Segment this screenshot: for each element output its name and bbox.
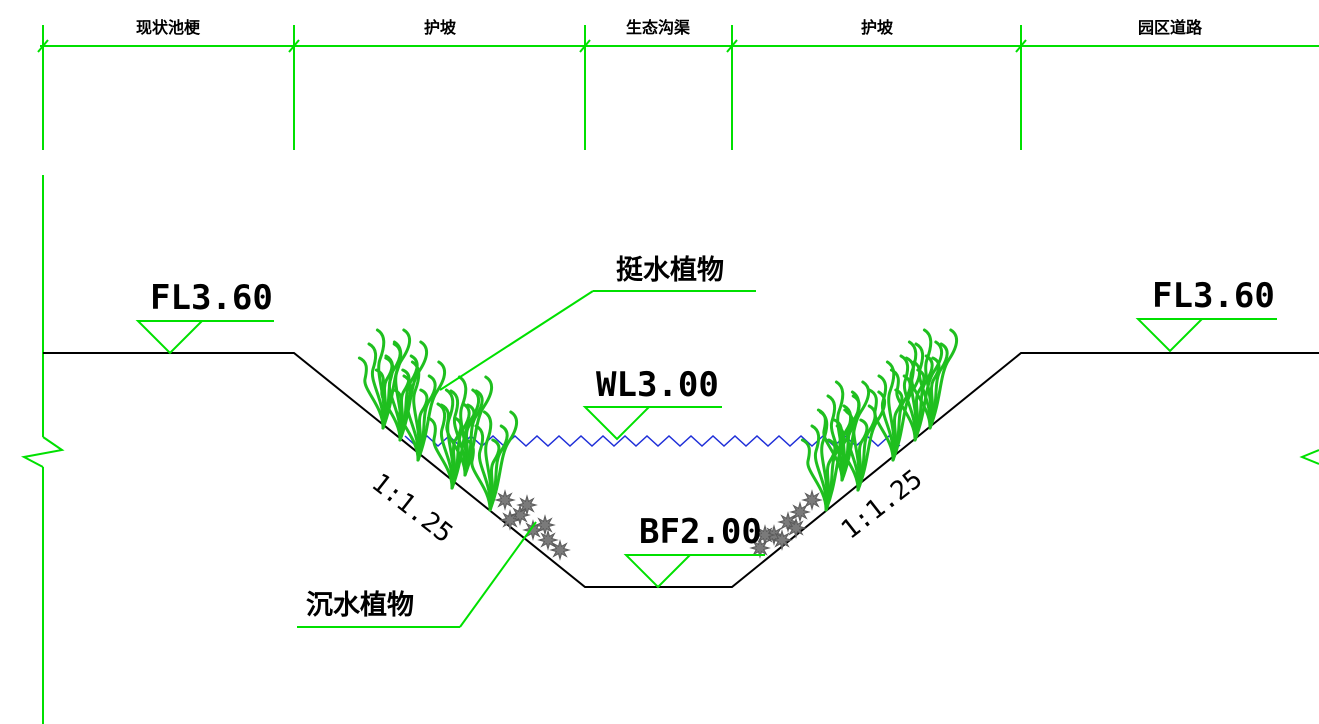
plant-blade [474,424,492,512]
plant-blade [867,388,895,462]
plant-blade [928,328,959,430]
plant-blade [816,408,844,482]
plant-blade [381,328,412,430]
plant-blade [488,410,519,512]
plant-blade [392,340,403,442]
plant-blade [449,389,467,477]
plant-blade [840,408,853,482]
plant-blade [439,403,467,477]
plant-blade [398,368,411,442]
plant-blade [357,356,385,430]
plant-blade [488,424,509,512]
plant-blade [416,374,437,462]
plant-blade [834,380,845,482]
submerged-plant-clump [499,509,521,531]
plant-blade [928,342,949,430]
plant-blade [913,340,944,442]
plant-blade [913,368,926,442]
plant-blade [367,342,385,430]
callout-emergent-plants [439,290,756,391]
submerged-plant-clump [754,524,776,546]
submerged-plant-clump [785,517,807,539]
elevation-label-right-ground: FL3.60 [1152,276,1275,316]
plant-blade [482,410,493,512]
emergent-plants-right [800,328,959,512]
break-line-left [20,175,65,724]
plant-blade [463,375,494,477]
plant-blade [375,328,386,430]
plant-blade [891,388,904,462]
plant-blade [374,368,402,442]
plant-blade [463,389,484,477]
plant-blade [398,340,429,442]
plant-blade [907,340,918,442]
zone-label-right-slope: 护坡 [861,18,894,37]
submerged-plant-clump [771,529,793,551]
submerged-plant-clump [534,514,556,536]
submerged-plant-clump [494,489,516,511]
break-mark-right [1299,449,1319,465]
slope-ratio-right: 1:1.25 [836,464,928,545]
plant-blade [384,354,402,442]
plant-blade [826,394,844,482]
plant-blade [891,374,912,462]
plant-blade [800,438,828,512]
zone-label-left-slope: 护坡 [424,18,457,37]
plant-blade [922,328,933,430]
plant-blade [426,416,454,490]
elevation-label-bottom: BF2.00 [639,512,762,552]
plant-blade [899,354,917,442]
submerged-plants-right [749,489,823,559]
plant-blade [914,342,932,430]
plant-blade [856,418,869,492]
plant-blade [889,368,917,442]
elevation-label-left-ground: FL3.60 [150,278,273,318]
plant-blade [885,360,896,462]
plant-blade [840,380,871,482]
plant-blade [398,354,419,442]
submerged-plants-left [494,489,571,561]
plant-blade [877,374,895,462]
callout-submerged-plants [297,521,537,628]
plant-blade [463,403,476,477]
elevation-marker-water-level: WL3.00 [582,365,722,441]
submerged-plant-clump [801,489,823,511]
emergent-plants-left [357,328,519,512]
zone-dimension-lines [37,25,1319,150]
slope-ratio-left: 1:1.25 [366,468,458,549]
plant-blade [824,438,837,512]
submerged-plant-clump [549,539,571,561]
plant-blade [840,394,861,482]
elevation-marker-right-ground: FL3.60 [1135,276,1277,353]
plant-blade [416,388,429,462]
plant-blade [416,360,447,462]
zone-label-existing-dike: 现状池梗 [136,18,201,37]
elevation-marker-left-ground: FL3.60 [135,278,274,355]
plant-blade [913,354,934,442]
plant-blade [488,438,501,512]
zone-label-park-road: 园区道路 [1138,18,1203,37]
submerged-plant-clump [537,529,559,551]
plant-blade [450,416,463,490]
submerged-plant-clump [516,494,538,516]
plant-blade [457,375,468,477]
callout-label-emergent-plants: 挺水植物 [616,254,724,286]
zone-label-ecological-ditch: 生态沟渠 [626,18,691,37]
elevation-label-water-level: WL3.00 [596,365,719,405]
plant-blade [810,424,828,512]
plant-blade [436,402,454,490]
elevation-marker-bottom: BF2.00 [623,512,765,589]
callout-label-submerged-plants: 沉水植物 [306,589,414,621]
